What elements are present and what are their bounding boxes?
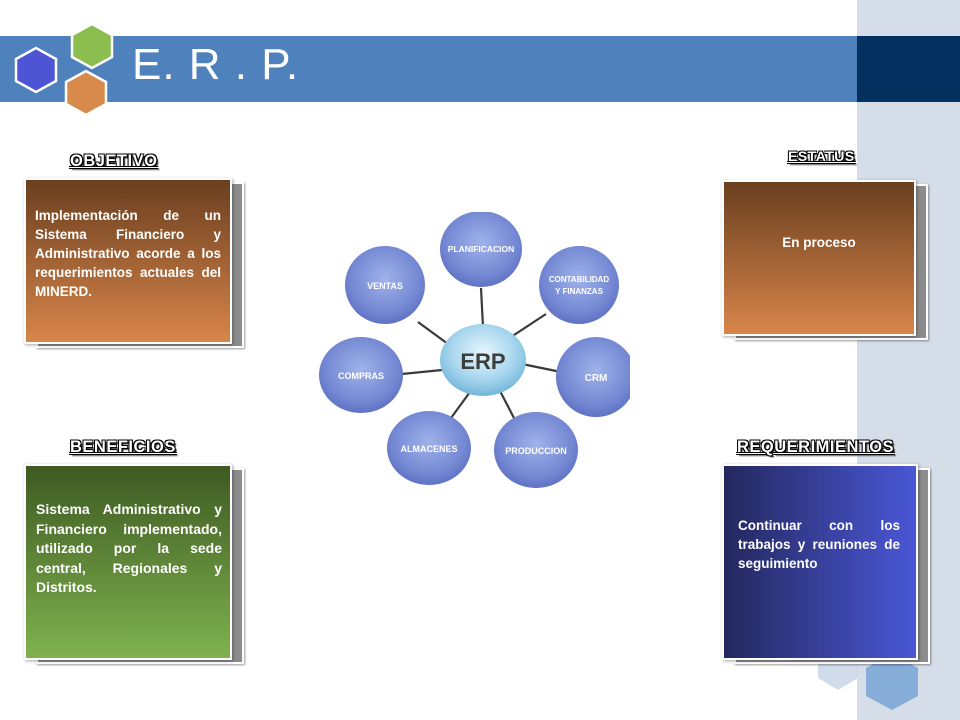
card-face [722, 180, 916, 336]
svg-text:COMPRAS: COMPRAS [338, 371, 384, 381]
svg-text:CONTABILIDAD: CONTABILIDAD [549, 275, 610, 284]
node-ventas: VENTAS [345, 246, 425, 324]
node-almacenes: ALMACENES [387, 411, 471, 485]
estatus-heading: ESTATUS [788, 148, 855, 164]
card-face [24, 178, 232, 344]
beneficios-card: Sistema Administrativo y Financiero impl… [24, 464, 244, 664]
node-erp-center: ERP [440, 324, 526, 396]
card-face [722, 464, 918, 660]
svg-text:CRM: CRM [585, 373, 608, 384]
svg-text:ALMACENES: ALMACENES [400, 444, 457, 454]
objetivo-text: Implementación de un Sistema Financiero … [35, 208, 221, 299]
node-crm: CRM [556, 337, 630, 417]
node-compras: COMPRAS [319, 337, 403, 413]
svg-text:VENTAS: VENTAS [367, 281, 403, 291]
estatus-card: En proceso [722, 180, 928, 340]
requerimientos-heading: REQUERIMIENTOS [737, 438, 895, 456]
title-bar [0, 36, 857, 102]
svg-text:Y FINANZAS: Y FINANZAS [555, 287, 604, 296]
node-planificacion: PLANIFICACION [440, 212, 522, 287]
estatus-text: En proceso [782, 235, 856, 250]
title-bar-accent [857, 36, 960, 102]
requerimientos-card: Continuar con los trabajos y reuniones d… [722, 464, 930, 664]
objetivo-heading: OBJETIVO [70, 152, 158, 170]
svg-text:PRODUCCION: PRODUCCION [505, 446, 567, 456]
connector-lines [401, 287, 562, 419]
card-face [24, 464, 232, 660]
node-produccion: PRODUCCION [494, 412, 578, 488]
hexagon-logo-icon [14, 22, 114, 117]
beneficios-text: Sistema Administrativo y Financiero impl… [36, 501, 222, 595]
svg-text:ERP: ERP [460, 349, 505, 374]
erp-diagram: PLANIFICACION CONTABILIDAD Y FINANZAS CR… [319, 212, 630, 488]
objetivo-card: Implementación de un Sistema Financiero … [24, 178, 244, 348]
node-contabilidad: CONTABILIDAD Y FINANZAS [539, 246, 619, 324]
svg-text:PLANIFICACION: PLANIFICACION [448, 244, 515, 254]
slide-title: E. R . P. [132, 40, 300, 89]
requerimientos-text: Continuar con los trabajos y reuniones d… [738, 518, 900, 571]
beneficios-heading: BENEFICIOS [70, 438, 176, 456]
